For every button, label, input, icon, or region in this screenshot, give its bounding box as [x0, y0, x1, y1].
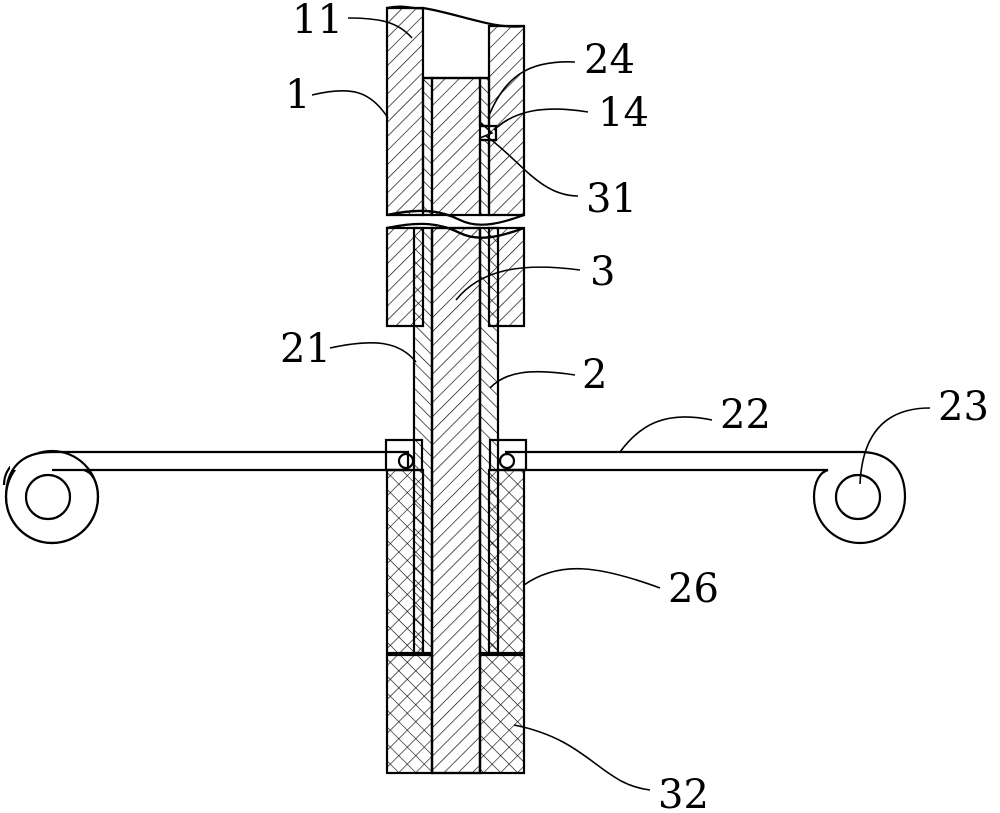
lower-sleeve	[385, 468, 526, 655]
right-eye	[834, 473, 882, 521]
label-23: 23	[938, 384, 989, 430]
latch-detail	[479, 121, 498, 142]
leader-22	[619, 416, 713, 453]
label-22: 22	[720, 392, 771, 438]
leader-1	[311, 89, 389, 119]
leader-11	[347, 17, 413, 39]
bottom-plug	[385, 653, 526, 775]
rod-upper	[430, 76, 482, 217]
label-1: 1	[285, 72, 310, 118]
label-24: 24	[584, 37, 635, 83]
leader-24	[487, 61, 576, 119]
labels: 11 1 24 14 31 3 21 2 22 23 26 32	[280, 0, 989, 813]
label-11: 11	[292, 0, 343, 43]
inner-tube-right-wall-upper-2	[478, 138, 491, 217]
leader-23	[859, 407, 931, 485]
outer-tube-top-break	[386, 5, 525, 28]
leader-lines	[311, 17, 931, 791]
lower-sleeve-left	[385, 468, 425, 655]
lower-sleeve-right	[487, 468, 526, 655]
left-eye	[24, 473, 72, 521]
label-31: 31	[586, 176, 637, 222]
label-21: 21	[280, 326, 331, 372]
right-arm	[488, 438, 907, 545]
inner-tube-left-wall-upper	[421, 76, 434, 217]
left-pivot	[397, 452, 415, 470]
outer-tube-left-wall	[385, 6, 425, 217]
label-2: 2	[582, 352, 607, 398]
label-14: 14	[598, 90, 649, 136]
leader-14	[493, 108, 589, 131]
label-3: 3	[590, 249, 615, 295]
leader-31	[485, 135, 579, 197]
leader-2	[489, 370, 576, 389]
leader-26	[523, 567, 661, 589]
bottom-plug-right	[478, 653, 526, 775]
right-pivot	[498, 452, 516, 470]
leader-3	[455, 266, 581, 301]
left-arm	[2, 438, 424, 545]
label-26: 26	[668, 566, 719, 612]
inner-tube-right-wall-upper	[478, 76, 491, 128]
label-32: 32	[658, 772, 709, 813]
leader-32	[513, 724, 651, 791]
rod-lower	[430, 226, 482, 775]
leader-21	[329, 342, 417, 363]
bottom-plug-left	[385, 653, 434, 775]
